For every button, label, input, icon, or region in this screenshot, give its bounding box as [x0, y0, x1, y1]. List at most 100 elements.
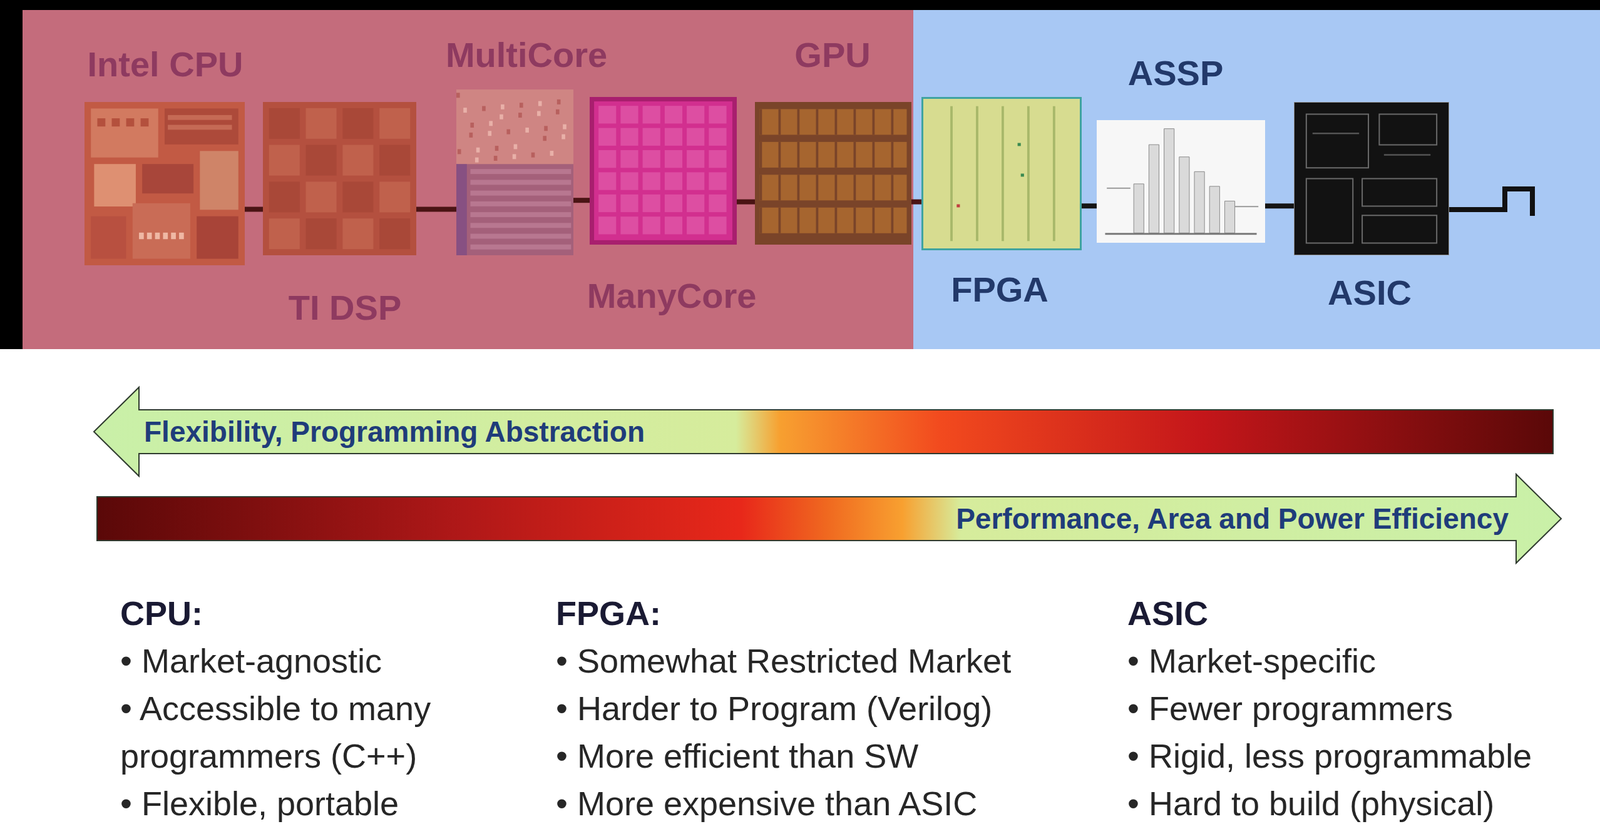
chip-detail: [170, 232, 176, 240]
chip-detail: [147, 232, 153, 240]
chip-detail: [379, 145, 411, 176]
chip-detail: [1362, 215, 1437, 243]
chip-detail: [525, 127, 529, 133]
chip-detail: [598, 150, 616, 168]
chip-detail: [342, 218, 374, 250]
arrow-caption: Flexibility, Programming Abstraction: [143, 410, 645, 454]
chip-detail: [686, 128, 705, 146]
chip-detail: [513, 143, 518, 149]
chip-detail: [269, 108, 300, 139]
chip-detail: [1104, 232, 1257, 235]
bullet-point: • Accessible to many programmers (C++): [120, 684, 509, 780]
arrow-band: Performance, Area and Power Efficiency: [97, 474, 1562, 564]
chip-detail: [262, 102, 417, 256]
chip-detail: [872, 142, 876, 168]
chip-detail: [196, 216, 239, 260]
chip-detail: [488, 120, 493, 126]
chip-detail: [138, 232, 144, 240]
chip-detail: [379, 181, 411, 213]
chip-detail: [759, 108, 908, 135]
chip-detail: [642, 194, 661, 213]
chip-detail: [921, 97, 1082, 251]
chip-detail: [561, 134, 566, 140]
chip-detail: [1362, 179, 1437, 207]
chip-detail: [500, 104, 505, 110]
arrow-shape: [97, 474, 1562, 564]
chip-detail: [686, 172, 705, 190]
chip-detail: [90, 216, 126, 260]
chip-detail: [1306, 114, 1369, 169]
chip-detail: [342, 108, 374, 139]
chip-detail: [778, 207, 782, 234]
bullet-point: • Fewer programmers: [1127, 684, 1594, 733]
chip-detail: [1096, 120, 1266, 243]
chip-detail: [557, 99, 561, 105]
chip-detail: [759, 174, 763, 201]
chip-detail: [642, 150, 661, 168]
chip-detail: [179, 232, 185, 240]
chip-detail: [1384, 153, 1431, 156]
chip-detail: [1209, 186, 1220, 233]
chip-detail: [598, 216, 616, 235]
chip-node: ManyCore: [589, 97, 737, 245]
chip-detail: [1379, 114, 1437, 146]
chip-detail: [112, 118, 121, 127]
chip-detail: [1106, 187, 1131, 190]
bullet-point: • More efficient than SW: [555, 732, 1120, 780]
chip-detail: [797, 207, 800, 234]
chip-detail: [269, 218, 300, 250]
chip-detail: [1148, 144, 1159, 233]
chip-connector: [573, 197, 590, 203]
chip-detail: [778, 108, 782, 135]
chip-detail: [664, 172, 683, 190]
chip-detail: [1224, 200, 1235, 233]
chip-label: FPGA: [950, 268, 1049, 311]
chip-detail: [686, 150, 705, 168]
chip-node: FPGA: [921, 97, 1082, 251]
chip-label: ASSP: [1128, 51, 1224, 94]
bullet-point: • Market-agnostic: [120, 637, 509, 685]
chip-detail: [1194, 171, 1205, 233]
chip-detail: [495, 145, 499, 151]
chip-image: [921, 97, 1082, 251]
chip-detail: [126, 118, 135, 127]
chip-detail: [470, 234, 571, 240]
chip-detail: [708, 216, 727, 235]
chip-detail: [1020, 174, 1025, 178]
chip-detail: [620, 128, 638, 146]
chip-detail: [1306, 179, 1353, 244]
chip-detail: [1293, 102, 1450, 256]
chip-detail: [538, 101, 543, 107]
chip-node: ASIC: [1293, 102, 1450, 256]
chip-detail: [97, 118, 106, 127]
chip-detail: [620, 194, 638, 213]
chip-detail: [816, 142, 819, 168]
chip-detail: [542, 135, 547, 141]
chip-node: ASSP: [1096, 120, 1266, 243]
chip-detail: [519, 102, 524, 108]
chip-connector: [1265, 203, 1294, 209]
chip-image: [456, 89, 574, 256]
chip-detail: [778, 142, 782, 168]
chip-detail: [1179, 157, 1190, 234]
chip-detail: [306, 145, 337, 176]
chip-detail: [816, 108, 819, 135]
chip-detail: [835, 207, 838, 234]
column-heading: FPGA:: [555, 589, 1120, 638]
chip-detail: [759, 142, 908, 168]
chip-detail: [708, 194, 727, 213]
chip-detail: [84, 102, 245, 266]
bullet-point: • Flexible, portable: [120, 779, 509, 828]
chip-detail: [164, 108, 239, 144]
chip-detail: [456, 164, 467, 256]
chip-detail: [456, 164, 574, 256]
chip-detail: [475, 157, 479, 163]
chip-detail: [797, 142, 800, 168]
chip-detail: [518, 112, 523, 118]
chip-detail: [598, 194, 616, 213]
bullet-point: • Market-specific: [1127, 637, 1594, 685]
column-heading: ASIC: [1127, 589, 1594, 638]
chip-detail: [598, 128, 616, 146]
chip-detail: [708, 172, 727, 190]
